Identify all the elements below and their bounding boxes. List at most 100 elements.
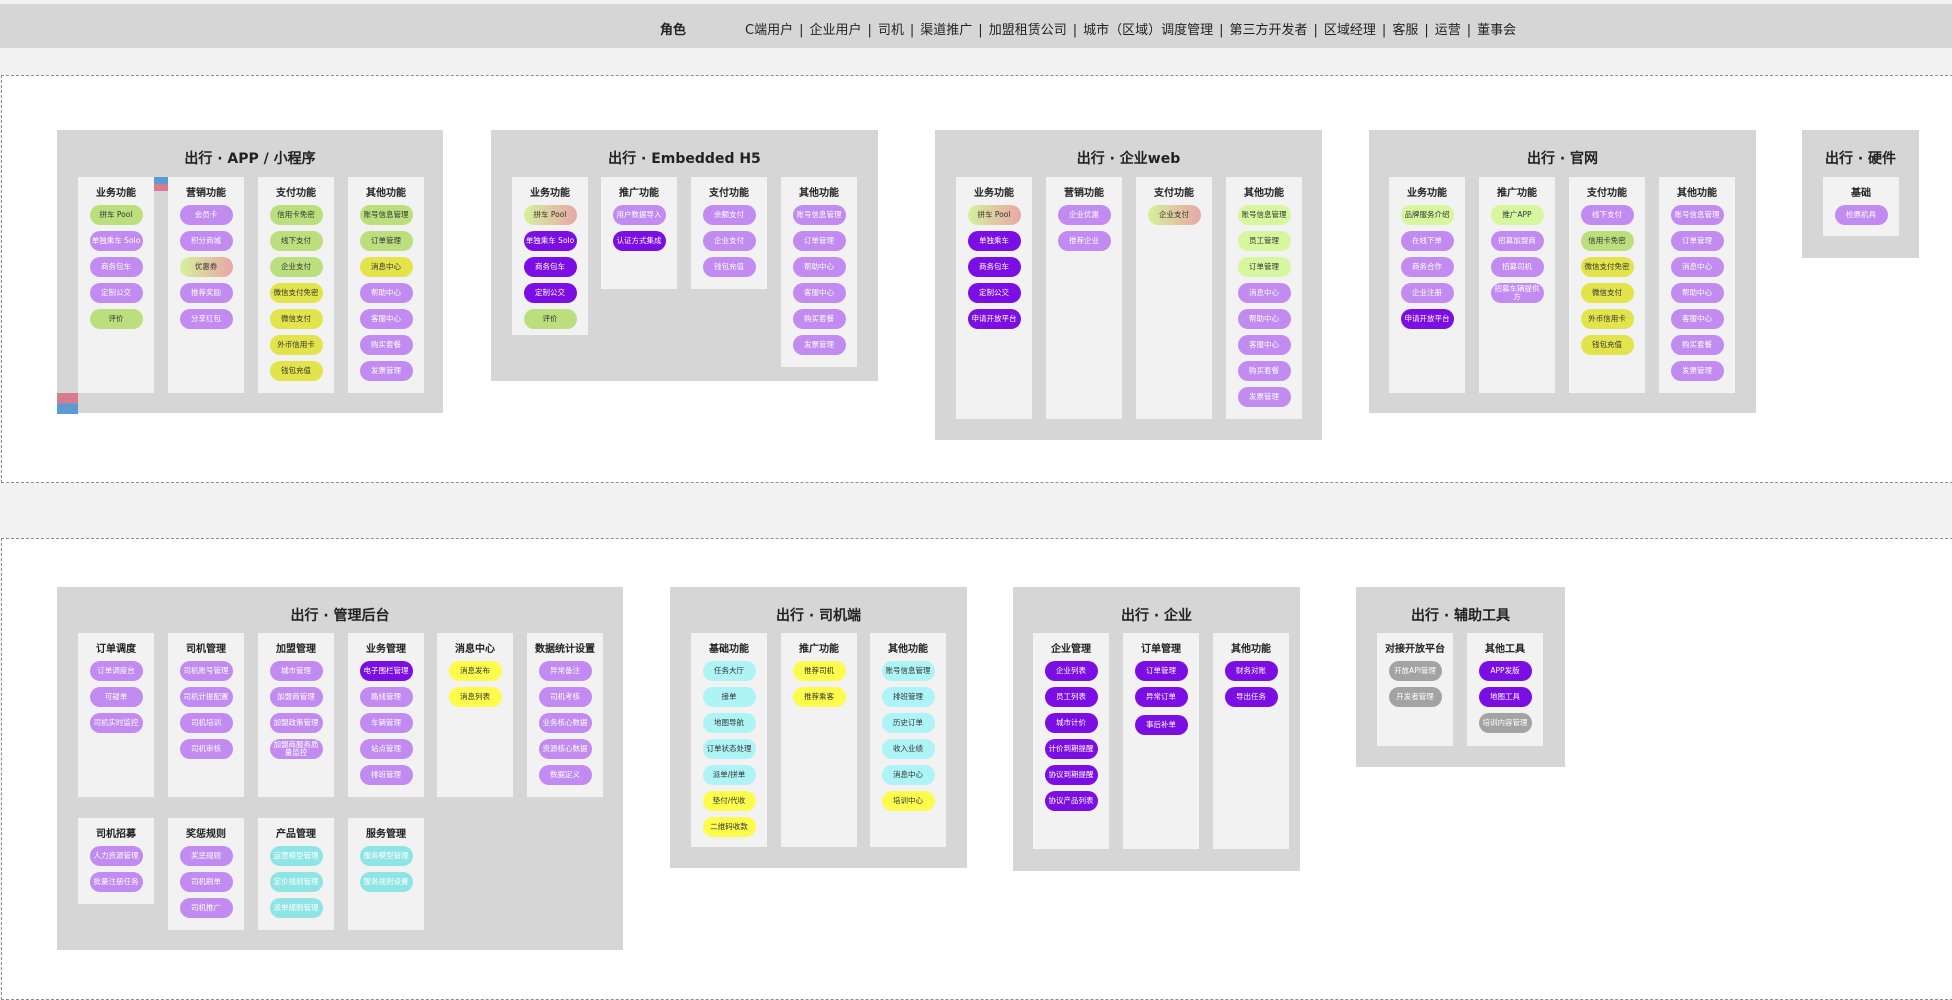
feature-pill[interactable]: 招募加盟商: [1490, 231, 1544, 251]
feature-pill[interactable]: 账号信息管理: [359, 205, 413, 225]
feature-pill[interactable]: 会员卡: [179, 205, 233, 225]
feature-pill[interactable]: 微信支付: [269, 309, 323, 329]
feature-pill[interactable]: 帮助中心: [359, 283, 413, 303]
feature-pill[interactable]: 推荐企业: [1057, 231, 1111, 251]
feature-pill[interactable]: 协议产品列表: [1044, 791, 1098, 811]
feature-pill[interactable]: 培训中心: [881, 791, 935, 811]
feature-pill[interactable]: 优惠券: [179, 257, 233, 277]
feature-pill[interactable]: 事后补单: [1134, 715, 1188, 735]
feature-pill[interactable]: 商务包车: [967, 257, 1021, 277]
feature-pill[interactable]: 排班管理: [881, 687, 935, 707]
feature-pill[interactable]: 分享红包: [179, 309, 233, 329]
feature-pill[interactable]: 垫付/代收: [702, 791, 756, 811]
feature-pill[interactable]: 定制公交: [967, 283, 1021, 303]
feature-pill[interactable]: 员工列表: [1044, 687, 1098, 707]
feature-pill[interactable]: 申请开放平台: [1400, 309, 1454, 329]
feature-pill[interactable]: 司机审核: [179, 739, 233, 759]
feature-pill[interactable]: 信用卡免密: [269, 205, 323, 225]
feature-pill[interactable]: 路线管理: [359, 687, 413, 707]
feature-pill[interactable]: 帮助中心: [1670, 283, 1724, 303]
feature-pill[interactable]: 线下支付: [269, 231, 323, 251]
role-item[interactable]: 运营: [1434, 23, 1461, 38]
feature-pill[interactable]: 发票管理: [359, 361, 413, 381]
feature-pill[interactable]: 单独乘车 Solo: [89, 231, 143, 251]
role-item[interactable]: 客服: [1392, 23, 1419, 38]
feature-pill[interactable]: 消息列表: [448, 687, 502, 707]
feature-pill[interactable]: 发票管理: [1237, 387, 1291, 407]
feature-pill[interactable]: 招募司机: [1490, 257, 1544, 277]
feature-pill[interactable]: 账号信息管理: [881, 661, 935, 681]
feature-pill[interactable]: 订单调度台: [89, 661, 143, 681]
feature-pill[interactable]: 异常备注: [538, 661, 592, 681]
feature-pill[interactable]: 消息中心: [359, 257, 413, 277]
feature-pill[interactable]: 城市管理: [269, 661, 323, 681]
feature-pill[interactable]: 企业优惠: [1057, 205, 1111, 225]
role-item[interactable]: C端用户: [745, 23, 794, 38]
feature-pill[interactable]: 财务对账: [1224, 661, 1278, 681]
role-item[interactable]: 企业用户: [809, 23, 862, 38]
feature-pill[interactable]: 帮助中心: [1237, 309, 1291, 329]
feature-pill[interactable]: 推荐司机: [792, 661, 846, 681]
feature-pill[interactable]: 加盟商服务质量监控: [269, 739, 323, 759]
feature-pill[interactable]: 微信支付: [1580, 283, 1634, 303]
feature-pill[interactable]: 帮助中心: [792, 257, 846, 277]
feature-pill[interactable]: 运营模型管理: [269, 846, 323, 866]
feature-pill[interactable]: 钱包充值: [702, 257, 756, 277]
feature-pill[interactable]: 司机考核: [538, 687, 592, 707]
feature-pill[interactable]: 购买套餐: [1670, 335, 1724, 355]
feature-pill[interactable]: 司机实时监控: [89, 713, 143, 733]
feature-pill[interactable]: 积分商城: [179, 231, 233, 251]
feature-pill[interactable]: 计价到期提醒: [1044, 739, 1098, 759]
feature-pill[interactable]: 评价: [89, 309, 143, 329]
feature-pill[interactable]: 微信支付免密: [269, 283, 323, 303]
feature-pill[interactable]: 定价规则管理: [269, 872, 323, 892]
feature-pill[interactable]: 钱包充值: [1580, 335, 1634, 355]
feature-pill[interactable]: 商务合作: [1400, 257, 1454, 277]
feature-pill[interactable]: 推广APP: [1490, 205, 1544, 225]
feature-pill[interactable]: 历史订单: [881, 713, 935, 733]
feature-pill[interactable]: 企业列表: [1044, 661, 1098, 681]
feature-pill[interactable]: 排班管理: [359, 765, 413, 785]
feature-pill[interactable]: 招募车辆提供方: [1490, 283, 1544, 303]
feature-pill[interactable]: APP发版: [1478, 661, 1532, 681]
feature-pill[interactable]: 品牌服务介绍: [1400, 205, 1454, 225]
feature-pill[interactable]: 数据定义: [538, 765, 592, 785]
feature-pill[interactable]: 定制公交: [89, 283, 143, 303]
feature-pill[interactable]: 批量注册任务: [89, 872, 143, 892]
feature-pill[interactable]: 企业注册: [1400, 283, 1454, 303]
feature-pill[interactable]: 外币信用卡: [1580, 309, 1634, 329]
feature-pill[interactable]: 定制公交: [523, 283, 577, 303]
feature-pill[interactable]: 订单状态处理: [702, 739, 756, 759]
feature-pill[interactable]: 司机培训: [179, 713, 233, 733]
role-item[interactable]: 加盟租赁公司: [988, 23, 1067, 38]
feature-pill[interactable]: 发票管理: [792, 335, 846, 355]
feature-pill[interactable]: 认证方式集成: [612, 231, 666, 251]
feature-pill[interactable]: 消息发布: [448, 661, 502, 681]
feature-pill[interactable]: 加盟商管理: [269, 687, 323, 707]
feature-pill[interactable]: 订单管理: [1670, 231, 1724, 251]
feature-pill[interactable]: 业务核心数据: [538, 713, 592, 733]
feature-pill[interactable]: 商务包车: [89, 257, 143, 277]
feature-pill[interactable]: 购买套餐: [359, 335, 413, 355]
feature-pill[interactable]: 检票机具: [1834, 205, 1888, 225]
feature-pill[interactable]: 地图导航: [702, 713, 756, 733]
feature-pill[interactable]: 电子围栏管理: [359, 661, 413, 681]
feature-pill[interactable]: 人力资源管理: [89, 846, 143, 866]
feature-pill[interactable]: 客服中心: [359, 309, 413, 329]
feature-pill[interactable]: 派单/拼单: [702, 765, 756, 785]
feature-pill[interactable]: 拼车 Pool: [523, 205, 577, 225]
feature-pill[interactable]: 车辆管理: [359, 713, 413, 733]
feature-pill[interactable]: 用户数据导入: [612, 205, 666, 225]
feature-pill[interactable]: 账号信息管理: [1237, 205, 1291, 225]
feature-pill[interactable]: 接单: [702, 687, 756, 707]
feature-pill[interactable]: 订单管理: [792, 231, 846, 251]
feature-pill[interactable]: 城市计价: [1044, 713, 1098, 733]
feature-pill[interactable]: 消息中心: [1237, 283, 1291, 303]
feature-pill[interactable]: 资源核心数据: [538, 739, 592, 759]
feature-pill[interactable]: 开放API管理: [1388, 661, 1442, 681]
feature-pill[interactable]: 订单管理: [1134, 661, 1188, 681]
feature-pill[interactable]: 推荐奖励: [179, 283, 233, 303]
feature-pill[interactable]: 任务大厅: [702, 661, 756, 681]
feature-pill[interactable]: 消息中心: [1670, 257, 1724, 277]
feature-pill[interactable]: 申请开放平台: [967, 309, 1021, 329]
